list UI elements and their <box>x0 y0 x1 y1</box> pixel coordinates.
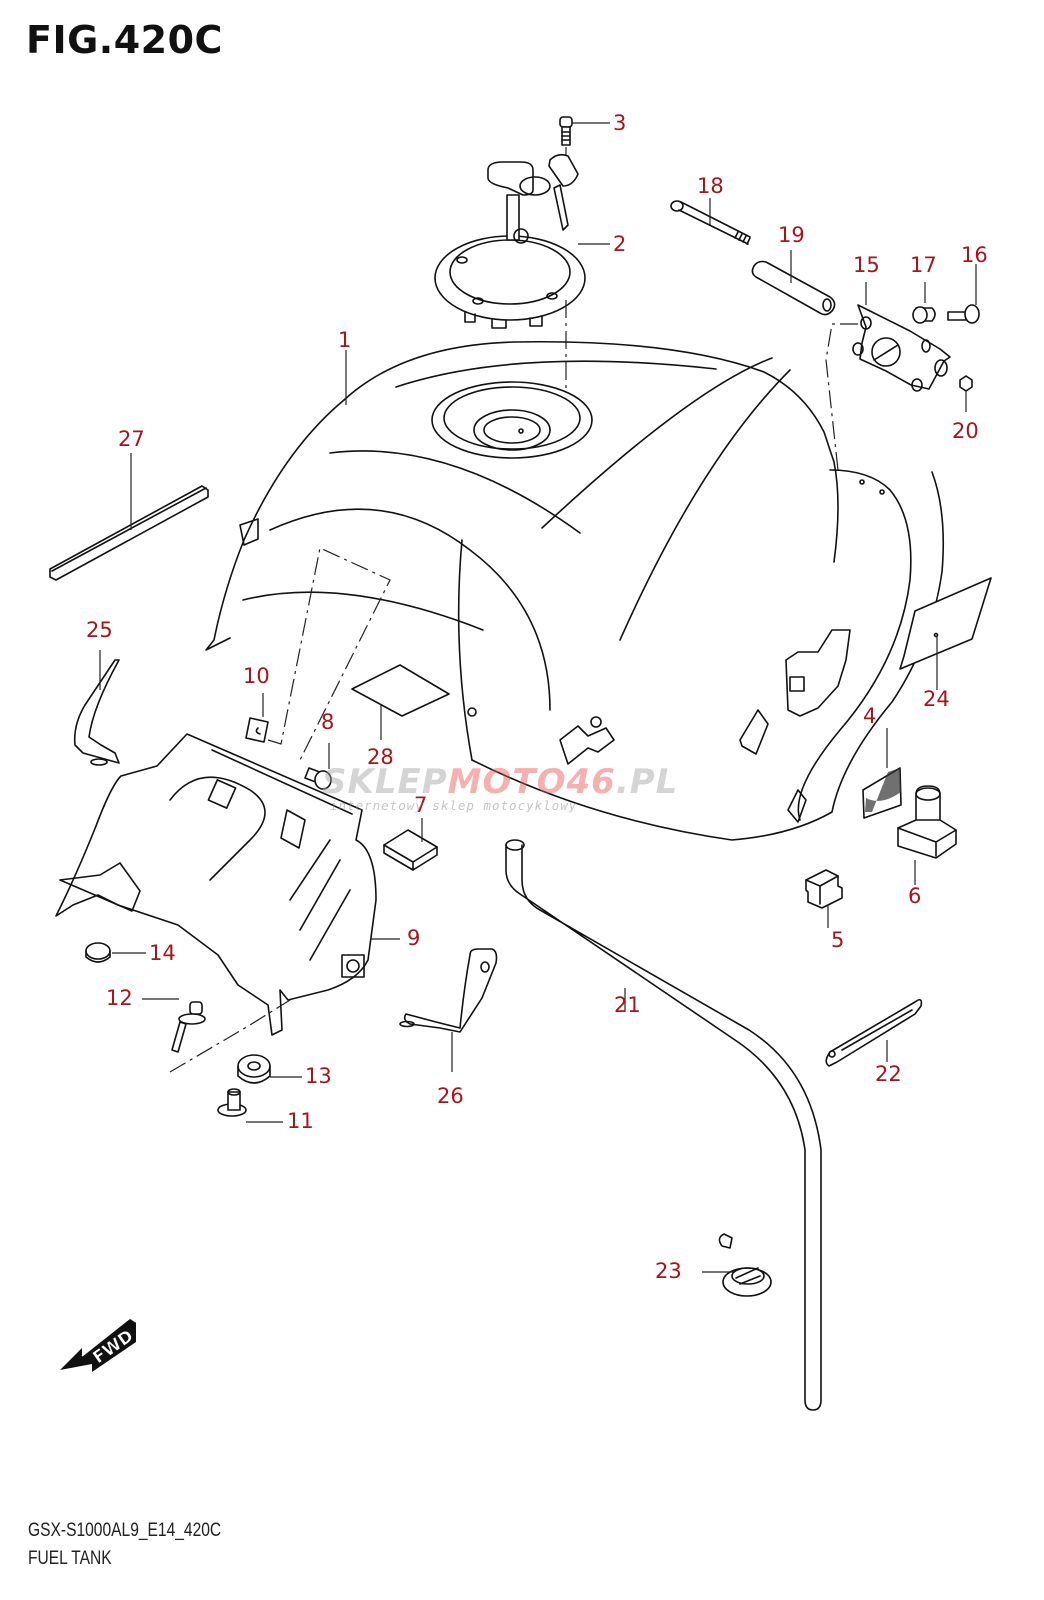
callout-13[interactable]: 13 <box>305 1064 332 1088</box>
part-9-tank-bracket[interactable] <box>55 733 377 1036</box>
watermark-tagline: internetowy sklep motocyklowy <box>330 798 578 813</box>
watermark-brand-right: .PL <box>615 762 679 802</box>
part-28-pad[interactable] <box>351 664 450 717</box>
watermark-brand-left: SKLEP <box>322 762 448 802</box>
part-2-fuel-cap[interactable] <box>434 153 586 329</box>
part-13-cushion[interactable] <box>237 1054 271 1084</box>
callout-19[interactable]: 19 <box>778 223 805 247</box>
callout-7[interactable]: 7 <box>414 793 428 817</box>
part-24-label[interactable] <box>899 577 992 670</box>
part-17-cushion[interactable] <box>912 306 936 324</box>
callout-12[interactable]: 12 <box>106 986 133 1010</box>
part-10-clip-nut[interactable] <box>245 717 269 743</box>
callout-25[interactable]: 25 <box>86 618 113 642</box>
callout-28[interactable]: 28 <box>367 745 394 769</box>
callout-5[interactable]: 5 <box>831 928 845 952</box>
callout-24[interactable]: 24 <box>923 687 950 711</box>
part-15-mounting-plate[interactable] <box>852 304 951 392</box>
watermark-brand: SKLEPMOTO46.PL <box>322 762 702 802</box>
figure-name: FUEL TANK <box>28 1548 112 1569</box>
callout-18[interactable]: 18 <box>697 174 724 198</box>
forward-arrow-icon: FWD <box>56 1300 146 1384</box>
part-1-fuel-tank[interactable] <box>205 340 945 841</box>
watermark-brand-red: MOTO46 <box>447 762 616 802</box>
callout-1[interactable]: 1 <box>338 328 352 352</box>
callout-20[interactable]: 20 <box>952 419 979 443</box>
part-12-bolt[interactable] <box>171 1001 206 1053</box>
watermark: SKLEPMOTO46.PL internetowy sklep motocyk… <box>322 762 702 813</box>
figure-title: FIG.420C <box>26 18 223 62</box>
part-26-stay[interactable] <box>399 948 498 1033</box>
callout-2[interactable]: 2 <box>613 232 627 256</box>
part-7-pad[interactable] <box>383 829 438 871</box>
part-3-screw[interactable] <box>559 116 573 146</box>
callout-6[interactable]: 6 <box>908 884 922 908</box>
part-14-cushion[interactable] <box>85 942 111 963</box>
callout-21[interactable]: 21 <box>614 993 641 1017</box>
forward-arrow-graphic: FWD <box>60 1317 138 1372</box>
callout-15[interactable]: 15 <box>853 253 880 277</box>
callout-16[interactable]: 16 <box>961 243 988 267</box>
part-20-nut[interactable] <box>959 375 973 392</box>
part-27-trim-strip[interactable] <box>49 485 209 581</box>
part-25-stay[interactable] <box>73 659 120 766</box>
callout-10[interactable]: 10 <box>243 664 270 688</box>
part-8-bolt[interactable] <box>304 767 332 790</box>
callout-23[interactable]: 23 <box>655 1259 682 1283</box>
callout-26[interactable]: 26 <box>437 1084 464 1108</box>
callout-9[interactable]: 9 <box>407 926 421 950</box>
part-22-strap[interactable] <box>825 998 923 1067</box>
part-19-spacer[interactable] <box>751 260 836 316</box>
part-16-bolt[interactable] <box>947 304 980 324</box>
callout-14[interactable]: 14 <box>149 941 176 965</box>
part-4-mesh-pad[interactable] <box>862 767 902 819</box>
callout-11[interactable]: 11 <box>287 1109 314 1133</box>
callout-27[interactable]: 27 <box>118 427 145 451</box>
model-code: GSX-S1000AL9_E14_420C <box>28 1520 222 1541</box>
callout-8[interactable]: 8 <box>321 710 335 734</box>
part-6-rubber-mount[interactable] <box>897 785 957 859</box>
callout-4[interactable]: 4 <box>863 704 877 728</box>
callout-17[interactable]: 17 <box>910 253 937 277</box>
part-23-hose-clamp[interactable] <box>718 1233 772 1297</box>
part-5-cushion[interactable] <box>805 869 843 909</box>
callout-22[interactable]: 22 <box>875 1062 902 1086</box>
callout-3[interactable]: 3 <box>613 111 627 135</box>
part-18-long-bolt[interactable] <box>670 200 751 245</box>
part-11-collar[interactable] <box>217 1088 247 1117</box>
part-21-breather-hose[interactable] <box>505 839 822 1411</box>
